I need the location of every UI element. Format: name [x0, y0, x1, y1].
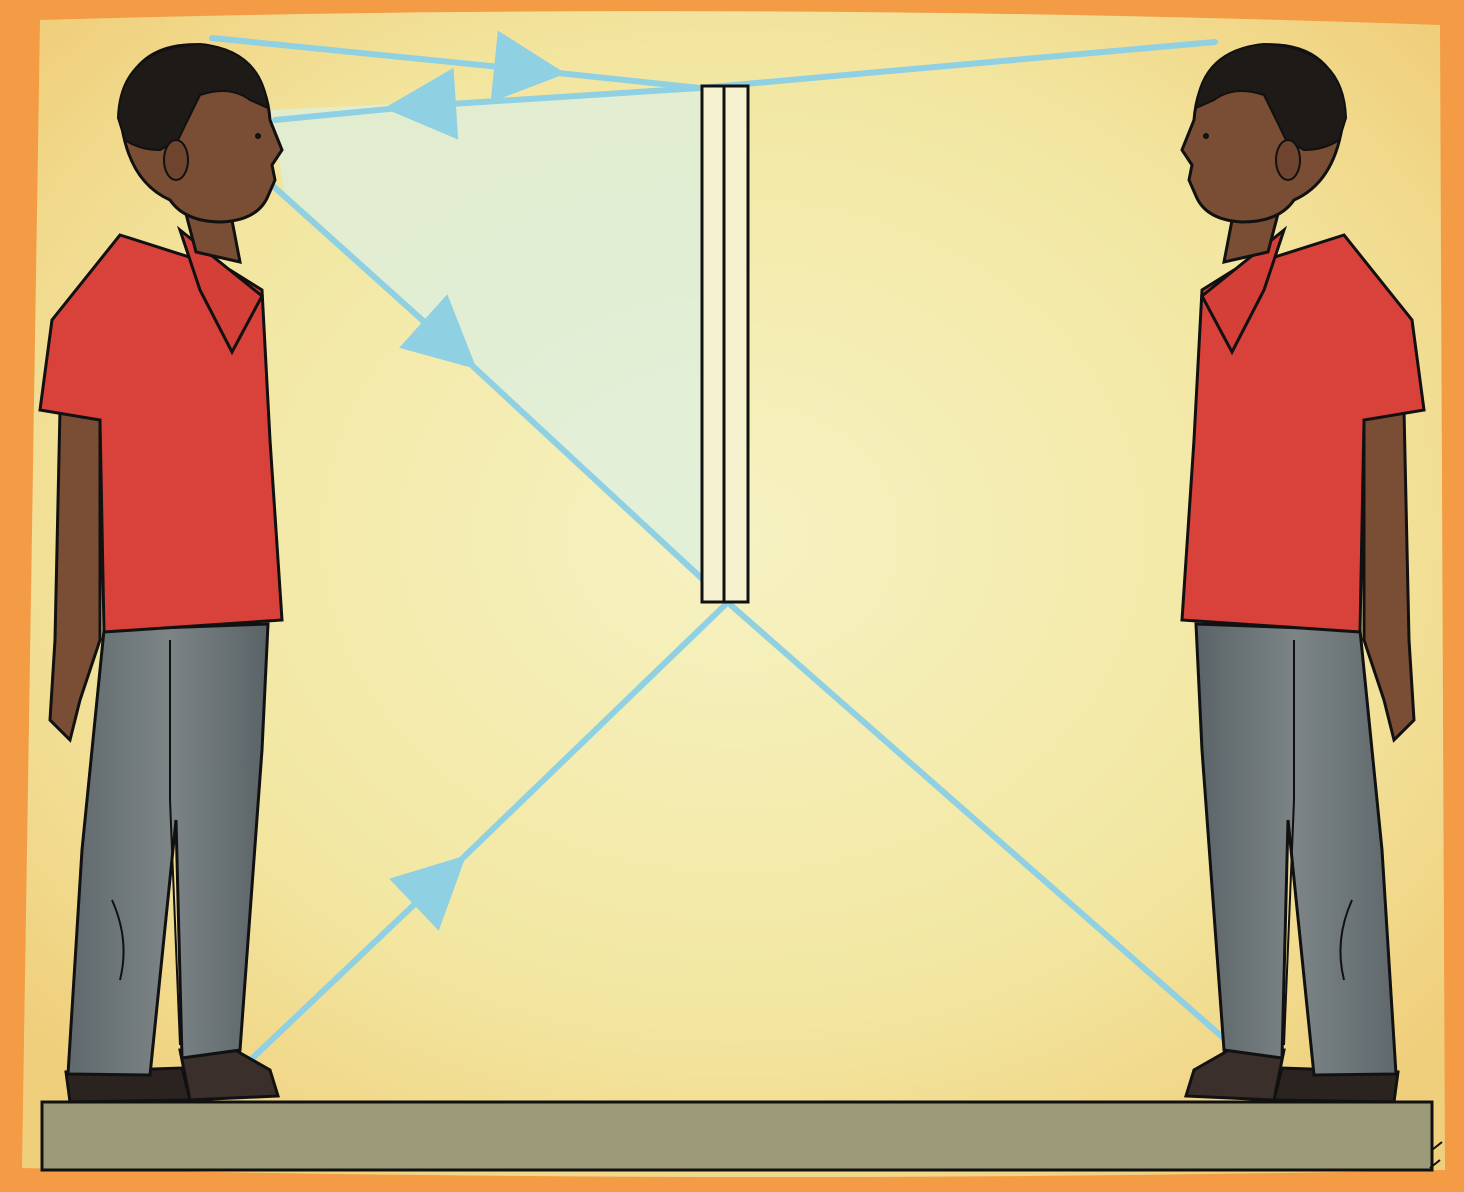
floor	[42, 1102, 1442, 1170]
mirror	[702, 86, 748, 602]
ear	[164, 140, 188, 180]
eye	[255, 133, 261, 139]
image-ear	[1276, 140, 1300, 180]
image-eye	[1203, 133, 1209, 139]
